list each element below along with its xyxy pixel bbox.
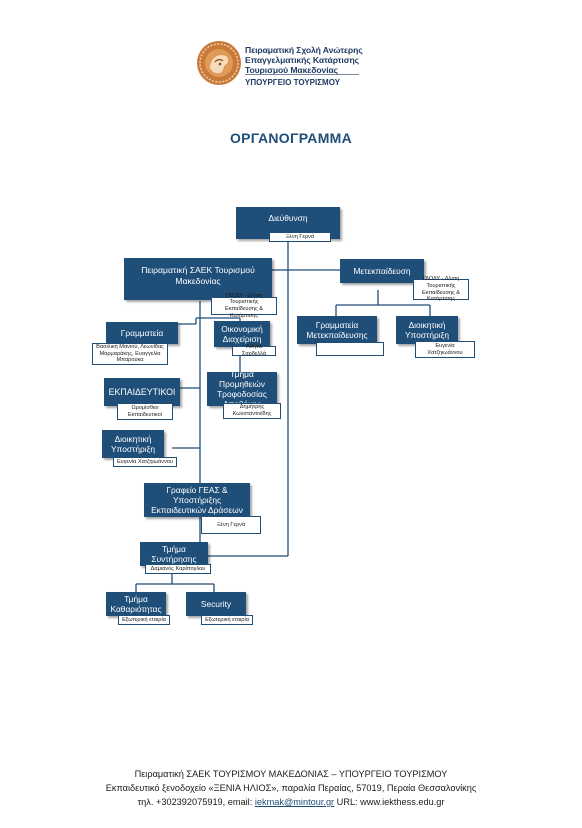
secretariat-title: Γραμματεία [120, 328, 164, 338]
footer-line-2: Εκπαιδευτικό ξενοδοχείο «ΞΕΝΙΑ ΗΛΙΟΣ», π… [105, 783, 477, 793]
saek-title: Πειραματική ΣΑΕΚ Τουρισμού Μακεδονίας [141, 265, 255, 286]
postgrad-secretariat-title: Γραμματεία Μετεκπαίδευσης [306, 320, 368, 340]
ministry-label: ΥΠΟΥΡΓΕΙΟ ΤΟΥΡΙΣΜΟΥ [245, 78, 341, 87]
admin-support-title: Διοικητική Υποστήριξη [110, 434, 156, 454]
footer-line-1: Πειραματική ΣΑΕΚ ΤΟΥΡΙΣΜΟΥ ΜΑΚΕΔΟΝΙΑΣ – … [134, 769, 448, 779]
greek-coin-seal-icon [197, 41, 241, 85]
security-title: Security [200, 599, 232, 609]
finance-person-tag: Αθηνά Σαρδελλά [232, 344, 276, 357]
cleaning-box: Τμήμα Καθαριότητας [106, 592, 166, 616]
teachers-note-tag: Ωρομίσθιοι Εκπαιδευτικοί [117, 403, 173, 420]
procurement-title: Τμήμα Προμηθειών Τροφοδοσίας [217, 369, 267, 399]
maintenance-box: Τμήμα Συντήρησης [140, 542, 208, 566]
logo-divider [245, 74, 359, 75]
director-title: Διεύθυνση [268, 213, 308, 223]
org-name-line-3: Τουρισμού Μακεδονίας [245, 65, 339, 75]
postgrad-secretariat-person-tag [316, 342, 384, 356]
procurement-box: Τμήμα Προμηθειών Τροφοδοσίας Αποθήκης [207, 369, 277, 409]
teachers-box: ΕΚΠΑΙΔΕΥΤΙΚΟΙ [104, 378, 180, 406]
saek-box: Πειραματική ΣΑΕΚ Τουρισμού Μακεδονίας [124, 258, 272, 300]
gea-office-box: Γραφείο ΓΕΑΣ & Υποστήριξης Εκπαιδευτικών… [144, 483, 250, 517]
org-name-line-2: Επαγγελματικής Κατάρτισης [245, 55, 360, 65]
footer-contact-line: τηλ. +302392075919, email: iekmak@mintou… [0, 797, 582, 807]
security-note-tag: Εξωτερική εταιρία [201, 615, 253, 625]
security-box: Security [186, 592, 246, 616]
director-person-tag: Ξένη Γερνά [269, 232, 331, 242]
cleaning-title: Τμήμα Καθαριότητας [110, 594, 162, 614]
admin-support-person-tag: Ευγενία Χατζηιωάννου [113, 457, 177, 467]
postgrad-admin-support-title: Διοικητική Υποστήριξη [404, 320, 450, 340]
page-title: ΟΡΓΑΝΟΓΡΑΜΜΑ [229, 130, 353, 146]
secretariat-people-tag: Βασιλική Μανιού, Λεωνίδας Μαρμαράκης, Ευ… [92, 343, 168, 365]
postgrad-title: Μετεκπαίδευση [353, 266, 411, 276]
footer-url-label: URL: [334, 797, 361, 807]
maintenance-title: Τμήμα Συντήρησης [151, 544, 197, 564]
postgrad-box: Μετεκπαίδευση [340, 259, 424, 283]
finance-title: Οικονομική Διαχείριση [221, 324, 263, 344]
teachers-title: ΕΚΠΑΙΔΕΥΤΙΚΟΙ [108, 387, 176, 397]
procurement-person-tag: Δημήτρης Κωνσταντινίδης [223, 403, 281, 419]
admin-support-box: Διοικητική Υποστήριξη [102, 430, 164, 458]
postgrad-supervisor-tag: ΓΔΟΔΥ - Δ/νση Τουριστικής Εκπαίδευσης & … [413, 276, 469, 302]
footer-phone: τηλ. +302392075919, email: [137, 797, 255, 807]
postgrad-secretariat-box: Γραμματεία Μετεκπαίδευσης [297, 316, 377, 344]
cleaning-note-tag: Εξωτερική εταιρία [118, 615, 170, 625]
org-name-line-1: Πειραματική Σχολή Ανώτερης [245, 45, 363, 55]
finance-box: Οικονομική Διαχείριση [214, 321, 270, 347]
gea-office-person-tag: Ξένη Γερνά [201, 516, 261, 534]
footer-url[interactable]: www.iekthess.edu.gr [360, 797, 445, 807]
maintenance-person-tag: Δαμιανός Καρίπογλου [145, 564, 211, 574]
saek-supervisor-tag: ΓΔΟΔΥ - Δ/νση Τουριστικής Εκπαίδευσης & … [211, 293, 277, 319]
footer-email-link[interactable]: iekmak@mintour.gr [254, 797, 335, 807]
postgrad-admin-support-box: Διοικητική Υποστήριξη [396, 316, 458, 344]
gea-office-title: Γραφείο ΓΕΑΣ & Υποστήριξης Εκπαιδευτικών… [151, 485, 243, 515]
secretariat-box: Γραμματεία [106, 322, 178, 344]
postgrad-admin-support-person-tag: Ευγενία Χατζηιωάννου [415, 341, 475, 358]
